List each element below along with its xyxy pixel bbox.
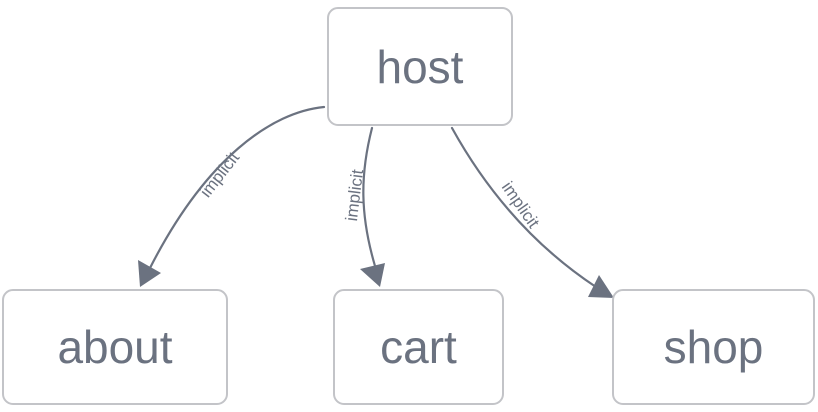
edge-host-cart-label: implicit (342, 168, 367, 222)
node-about-label: about (57, 321, 173, 373)
edge-host-shop[interactable]: implicit (450, 126, 614, 298)
node-cart[interactable]: cart (333, 289, 504, 405)
edge-host-cart-path (362, 126, 377, 268)
edge-host-shop-path (450, 126, 598, 289)
edge-host-about-arrowhead (138, 260, 161, 287)
edge-host-about[interactable]: implicit (138, 105, 326, 287)
node-shop-label: shop (663, 321, 764, 373)
node-about[interactable]: about (2, 289, 228, 405)
edge-host-about-path (148, 105, 326, 270)
node-shop[interactable]: shop (612, 289, 815, 405)
node-host-label: host (376, 40, 464, 93)
edge-host-about-label: implicit (196, 148, 243, 201)
edge-host-cart-arrowhead (360, 263, 385, 287)
node-host[interactable]: host (327, 7, 513, 126)
edge-host-cart[interactable]: implicit (342, 126, 385, 287)
edge-host-shop-arrowhead (588, 275, 614, 298)
node-cart-label: cart (380, 321, 457, 373)
